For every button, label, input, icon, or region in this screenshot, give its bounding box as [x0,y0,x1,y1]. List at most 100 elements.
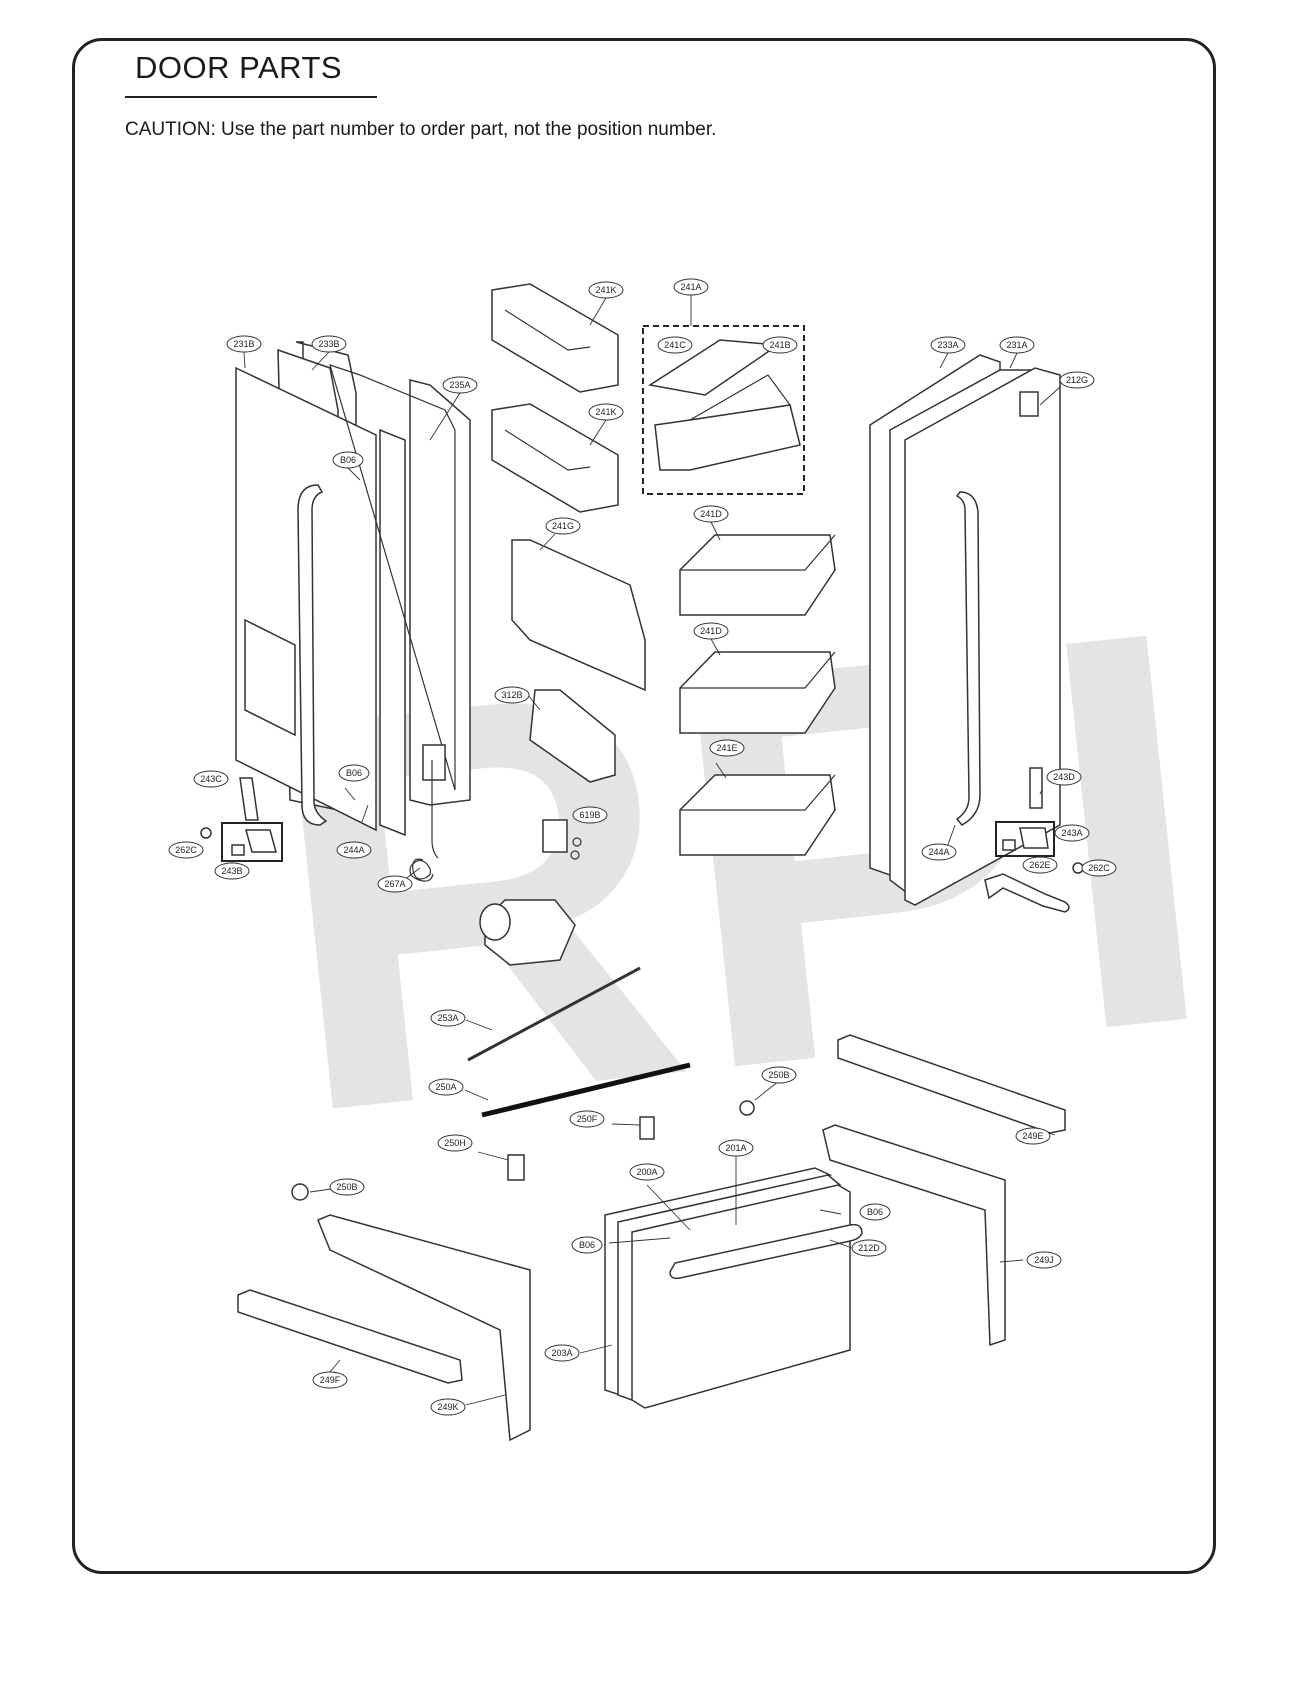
callout-312b: 312B [494,686,530,704]
left-door-dispenser-window [244,618,296,737]
svg-text:B06: B06 [346,768,362,778]
svg-text:212D: 212D [858,1243,880,1253]
right-door-handle [955,491,981,826]
callout-249f: 249F [312,1371,348,1389]
callout-262c-left: 262C [168,841,204,859]
callout-241k-top: 241K [588,281,624,299]
callout-235a: 235A [442,376,478,394]
door-bin-241d-upper [679,534,836,616]
svg-text:241E: 241E [716,743,737,753]
svg-text:250B: 250B [768,1070,789,1080]
svg-text:B06: B06 [579,1240,595,1250]
svg-text:243A: 243A [1061,828,1082,838]
svg-text:312B: 312B [501,690,522,700]
svg-text:262C: 262C [175,845,197,855]
svg-text:241D: 241D [700,626,722,636]
door-bin-241e-rim [680,774,836,811]
callout-262c-right: 262C [1081,859,1117,877]
callout-241b: 241B [762,336,798,354]
title-underline [125,96,377,98]
callout-241a: 241A [673,278,709,296]
left-door-wire [431,760,439,859]
door-bin-241k-top [491,283,619,393]
clip-250h [507,1154,525,1181]
callout-249j: 249J [1026,1251,1062,1269]
door-bin-241d-lower [679,651,836,734]
hinge-box-left [221,822,283,862]
callout-231b: 231B [226,335,262,353]
lower-drawer-assembly [237,966,1066,1442]
center-mechanical-parts [479,819,582,966]
clip-a [572,837,582,847]
gear-250b-left [291,1183,309,1201]
door-closer-bracket-right [1029,767,1043,809]
svg-text:244A: 244A [928,847,949,857]
svg-text:249E: 249E [1022,1131,1043,1141]
svg-text:B06: B06 [340,455,356,465]
callout-233a: 233A [930,336,966,354]
svg-text:243B: 243B [221,866,242,876]
door-bin-241k-bottom-rim [504,429,591,471]
clip-250f [639,1116,655,1140]
door-bin-241k-top-rim [504,309,591,351]
hinge-shim-left [231,844,245,856]
hinge-shim-right [1002,839,1016,851]
callout-249e: 249E [1015,1127,1051,1145]
door-bin-241d-lower-rim [680,651,836,689]
callout-241k-bottom: 241K [588,403,624,421]
callout-241g: 241G [545,517,581,535]
svg-text:250B: 250B [336,1182,357,1192]
svg-text:241C: 241C [664,340,686,350]
callout-b06-drawer-left: B06 [571,1236,603,1254]
door-closer-bracket-left [239,777,259,821]
callout-231a: 231A [999,336,1035,354]
callout-203a: 203A [544,1344,580,1362]
svg-text:243D: 243D [1053,772,1075,782]
callout-243a: 243A [1054,824,1090,842]
door-bin-241k-bottom [491,403,619,513]
callout-241c: 241C [657,336,693,354]
left-small-parts [200,777,434,882]
svg-text:241G: 241G [552,521,574,531]
drawer-handle-212d [669,1223,863,1280]
callout-267a: 267A [377,875,413,893]
center-bins [491,283,836,856]
callout-243b: 243B [214,862,250,880]
leader-lines [231,295,1061,1406]
shelf-312b [529,689,616,783]
callout-241e: 241E [709,739,745,757]
callout-244a-left: 244A [336,841,372,859]
left-door-hinge-strip [379,428,406,837]
svg-text:241D: 241D [700,509,722,519]
svg-text:250F: 250F [577,1114,598,1124]
callout-244a-right: 244A [921,843,957,861]
callout-212g: 212G [1059,371,1095,389]
svg-text:253A: 253A [437,1013,458,1023]
callout-243c: 243C [193,770,229,788]
svg-text:262C: 262C [1088,863,1110,873]
callout-250a: 250A [428,1078,464,1096]
caution-note: CAUTION: Use the part number to order pa… [125,119,717,140]
svg-text:200A: 200A [636,1167,657,1177]
callout-200a: 200A [629,1163,665,1181]
callout-250f: 250F [569,1110,605,1128]
svg-text:249J: 249J [1034,1255,1054,1265]
svg-text:249K: 249K [437,1402,458,1412]
svg-text:241K: 241K [595,285,616,295]
left-door-hinge-cap [422,744,446,781]
svg-text:244A: 244A [343,845,364,855]
clip-b [570,850,580,860]
svg-text:231A: 231A [1006,340,1027,350]
callout-212d: 212D [851,1239,887,1257]
svg-text:233B: 233B [318,339,339,349]
svg-text:619B: 619B [579,810,600,820]
svg-text:241A: 241A [680,282,701,292]
svg-text:235A: 235A [449,380,470,390]
left-door-gasket [409,379,471,806]
svg-text:241B: 241B [769,340,790,350]
rail-249f [237,1289,463,1384]
callout-253a: 253A [430,1009,466,1027]
left-door-handle [297,484,328,826]
svg-text:250A: 250A [435,1082,456,1092]
